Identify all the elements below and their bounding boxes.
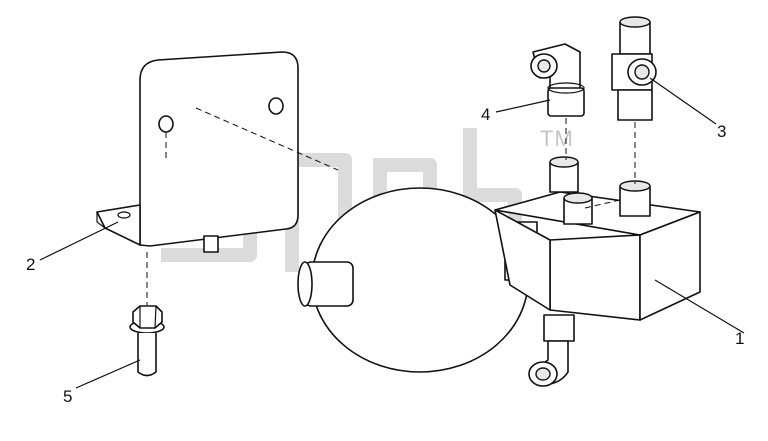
leader-lines: [39, 77, 745, 389]
callout-part-2: 2: [26, 255, 35, 274]
callout-part-4: 4: [481, 105, 490, 124]
callout-part-3: 3: [717, 122, 726, 141]
part-4-elbow-fitting: [530, 43, 585, 117]
leader-2: [39, 221, 119, 261]
assembly-centerlines: [146, 107, 636, 305]
trademark-mark: TM: [540, 126, 574, 151]
block-left-face: [549, 234, 641, 321]
callout-part-5: 5: [63, 387, 72, 406]
block-fitting: [563, 192, 593, 225]
leader-5: [75, 359, 141, 389]
part-3-tee-fitting: [611, 16, 657, 121]
block-front-face: [639, 211, 701, 321]
leader-1: [654, 279, 745, 334]
callout-part-1: 1: [735, 329, 744, 348]
leader-4: [495, 99, 551, 113]
bottom-elbow-fitting: [528, 314, 575, 387]
bracket-stud: [203, 235, 219, 253]
block-fitting: [549, 156, 579, 193]
bolt-hole: [117, 211, 131, 219]
leader-3: [649, 77, 717, 125]
block-fitting: [619, 180, 651, 217]
part-5-bolt: [129, 305, 165, 377]
mounting-hole: [158, 115, 174, 133]
mounting-hole: [268, 97, 284, 115]
part-2-bracket: [96, 51, 299, 253]
part-1-valve-block: [297, 156, 701, 387]
